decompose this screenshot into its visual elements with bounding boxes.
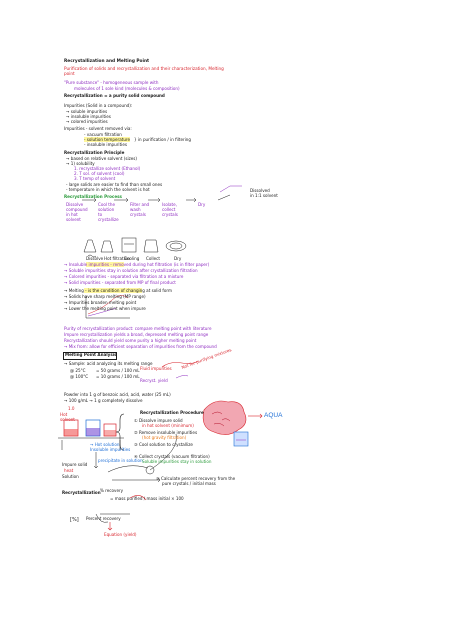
procedure-heading: Recrystallization Procedure	[140, 410, 204, 415]
procedure-step: ③ Cool solution to crystallize	[134, 442, 193, 447]
mp-line: → 100 g/mL → 1 g completely dissolve	[64, 398, 143, 403]
mp-line: Powder into 1 g of benzoic acid, acid, w…	[64, 392, 171, 397]
melting-note: → Melting - is the condition of changing…	[64, 288, 172, 293]
impurity-item: → soluble impurities	[66, 109, 108, 114]
principle-line: - temperature in which the solvent is ho…	[66, 187, 150, 192]
highlight-strip	[84, 137, 130, 142]
process-label: Dissolve	[86, 256, 104, 261]
mp-line: → Sample: acid analyzing its melting ran…	[64, 361, 153, 366]
glassware-doodles	[83, 237, 187, 253]
principles-heading: Recrystallization Principle	[64, 150, 125, 155]
formula-right: Percent recovery	[86, 516, 121, 521]
removal-item: - vacuum filtration	[84, 132, 122, 137]
impurity-note: → Solid impurities - separated from MP o…	[64, 280, 176, 285]
principle-line: - large solids are easier to find than s…	[66, 182, 163, 187]
melting-point-title-box	[63, 352, 117, 360]
blue-label: precipitate in solution	[98, 458, 143, 463]
mp-line: @ 25°C	[70, 368, 86, 373]
impurity-item: → colored impurities	[66, 119, 108, 124]
recovery-heading: Recrystallization	[62, 490, 101, 495]
procedure-step: ⑤ Calculate percent recovery from the	[156, 476, 236, 481]
process-label: Cooling	[124, 256, 140, 261]
procedure-step: pure crystals / initial mass	[162, 481, 216, 486]
process-step: Dissolve compound in hot solvent	[66, 202, 88, 222]
impurities-heading: Impurities (Solid in a compound):	[64, 103, 133, 108]
process-step: Isolate, collect crystals	[162, 202, 178, 217]
melting-note: → Solids have sharp melting (MP range)	[64, 294, 146, 299]
procedure-step: ④ Collect crystals (vacuum filtration)	[134, 454, 210, 459]
process-step: Dry	[198, 202, 206, 207]
principle-line: 3. T temp of solvent	[74, 176, 116, 181]
lhs-label: Hot	[60, 412, 68, 417]
formula-left: [%]	[70, 517, 79, 523]
impurities-removed-heading: Impurities - solvent removed via:	[64, 126, 132, 131]
lhs-label: Solution	[62, 474, 79, 479]
mp-note: Fluid impurities	[140, 366, 172, 371]
blue-label: Insoluble impurities	[90, 447, 131, 452]
pure-substance-def-2: molecules of 1 sole kind (molecules & co…	[74, 86, 180, 91]
process-heading: Recrystallization Process	[64, 194, 122, 199]
principle-line: 1. recrystallize solvent (Ethanol)	[74, 166, 141, 171]
process-step: Filter and wash crystals	[130, 202, 150, 217]
procedure-step: in hot solvent (minimum)	[142, 423, 194, 428]
melting-point-heading: Melting Point Analysis	[65, 352, 117, 357]
mp-line: @ 100°C	[70, 374, 89, 379]
recovery-equation: = mass purified / mass initial × 100	[110, 496, 184, 501]
melting-graph-doodle	[85, 295, 130, 319]
impurity-note: → Insoluble impurities - removed during …	[64, 262, 210, 267]
principle-line: 2. T sol. of solvent (cool)	[74, 171, 125, 176]
purification-heading: Purification of solids and recrystalliza…	[64, 66, 224, 76]
removal-note: } in purification / in filtering	[134, 137, 192, 142]
pure-substance-def: "Pure substance" - homogeneous sample wi…	[64, 80, 159, 85]
highlight-strip	[86, 262, 124, 267]
impurity-item: → insoluble impurities	[66, 114, 111, 119]
blue-label: → Hot solution	[90, 442, 120, 447]
recryst-definition: Recrystallization = a purity solid compo…	[64, 93, 165, 98]
crystal-blob-doodle	[202, 400, 247, 435]
mp-line: = 50 grams / 100 mL	[96, 368, 140, 373]
page-title: Recrystallization and Melting Point	[64, 59, 150, 64]
melting-note: → Impurities broaden melting point	[64, 300, 137, 305]
procedure-step: ① Dissolve impure solid	[134, 418, 183, 423]
process-label: Collect	[146, 256, 161, 261]
melting-note: → Mix from: allow for efficient separati…	[64, 344, 217, 349]
process-label: Hot filtration	[104, 256, 130, 261]
procedure-step: Soluble impurities stay in solution	[142, 459, 212, 464]
procedure-step: ② Remove insoluble impurities	[134, 430, 198, 435]
impurity-note: → Colored impurities - separated via fil…	[64, 274, 184, 279]
impurity-note: → Soluble impurities stay in solution af…	[64, 268, 198, 273]
principle-line: → based on relative solvent (sizes)	[66, 156, 138, 161]
melting-note: Recrystallization should yield some puri…	[64, 338, 197, 343]
process-step: Cool the solution to crystallize	[98, 202, 119, 222]
highlight-strip	[84, 288, 142, 293]
removal-item: - insoluble impurities	[84, 142, 127, 147]
removal-item: - solution temperature	[84, 137, 131, 142]
melting-note: → Lower the melting point when impure	[64, 306, 146, 311]
formula-note: Equation (yield)	[104, 532, 137, 537]
lhs-label: Impure solid	[62, 462, 88, 467]
lhs-label: heat	[64, 468, 74, 473]
aqua-label: AQUA	[264, 412, 283, 419]
melting-note: Impure recrystallization yields a broad,…	[64, 332, 209, 337]
mp-line: = 10 grams / 100 mL	[96, 374, 140, 379]
process-side-note: Dissolved	[250, 188, 270, 193]
process-side-note: in 1:1 solvent	[250, 193, 278, 198]
process-label: Dry	[174, 256, 182, 261]
principle-line: → 1) solubility	[66, 161, 95, 166]
lhs-label: solvent	[60, 417, 75, 422]
mp-value: 1.0	[68, 406, 75, 411]
procedure-step: (hot gravity filtration)	[142, 435, 187, 440]
melting-note: Purity of recrystallization product: com…	[64, 326, 212, 331]
mp-note: Recryst. yield	[140, 378, 168, 383]
recovery-lhs: % recovery	[100, 488, 124, 493]
